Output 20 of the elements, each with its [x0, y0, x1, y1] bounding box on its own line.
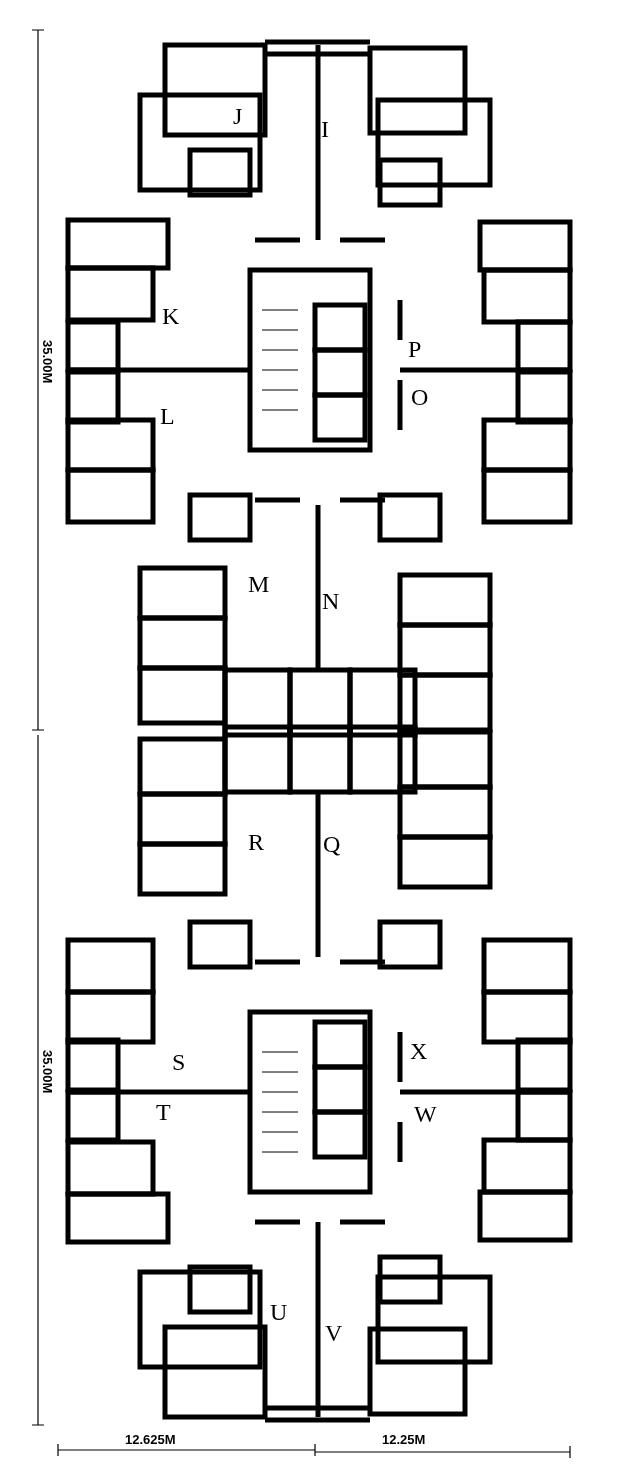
unit-letter: M	[248, 572, 270, 596]
dimension-label: 35.00M	[40, 340, 54, 384]
unit-letter: X	[410, 1039, 428, 1063]
unit-letter: N	[322, 589, 340, 613]
dimension-label: 12.25M	[382, 1433, 426, 1447]
dimension-label: 12.625M	[125, 1433, 176, 1447]
unit-letter: K	[162, 304, 180, 328]
unit-letter: L	[160, 404, 175, 428]
unit-letter: V	[325, 1321, 343, 1345]
dimension-label: 35.00M	[40, 1050, 54, 1094]
unit-letter: J	[233, 104, 243, 128]
unit-letter: W	[414, 1102, 437, 1126]
unit-letter: Q	[323, 832, 341, 856]
unit-letter: T	[156, 1100, 171, 1124]
unit-letter: P	[408, 337, 422, 361]
unit-letter: O	[411, 385, 429, 409]
unit-letter: S	[172, 1050, 186, 1074]
unit-letter: I	[321, 117, 329, 141]
unit-letter: R	[248, 830, 264, 854]
unit-letter: U	[270, 1300, 288, 1324]
